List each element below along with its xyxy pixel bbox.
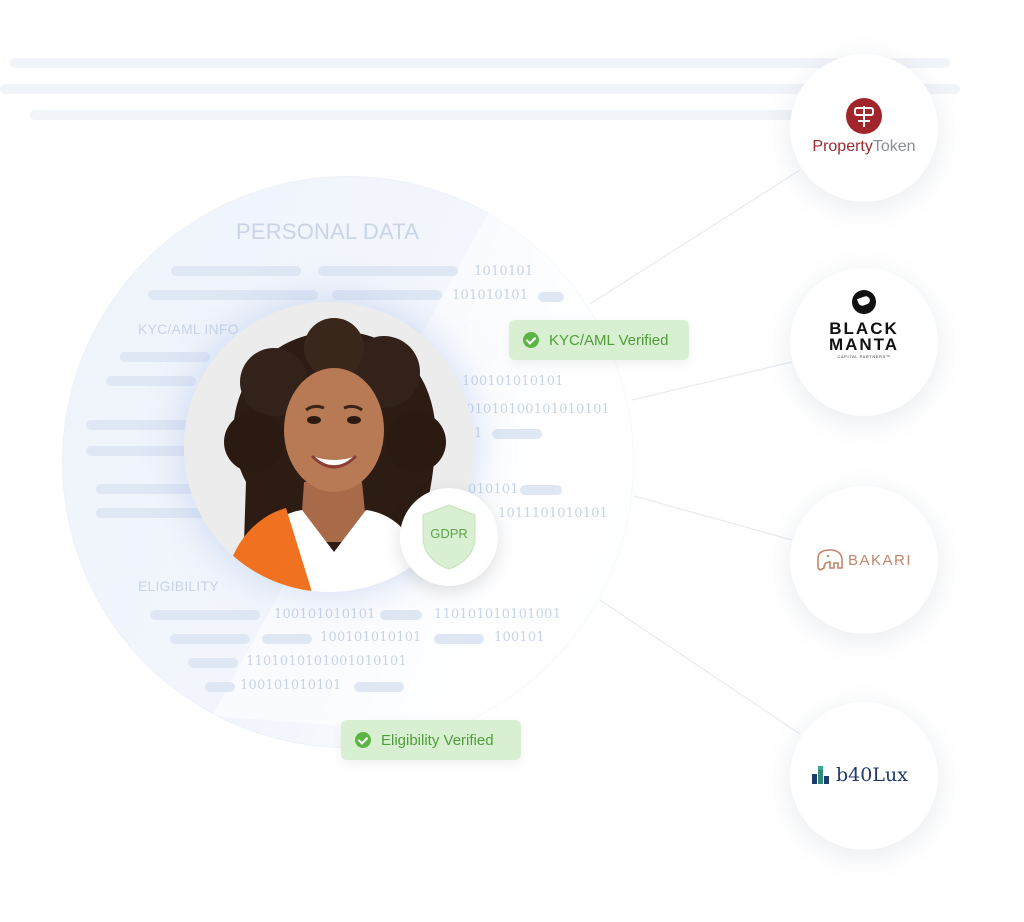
data-placeholder-bar: [332, 290, 442, 300]
data-placeholder-bar: [150, 610, 260, 620]
eligibility-label: ELIGIBILITY: [138, 578, 219, 594]
data-placeholder-bar: [520, 485, 562, 495]
black-manta-line2: MANTA: [828, 335, 900, 354]
data-placeholder-bar: [492, 429, 542, 439]
data-placeholder-bar: [434, 634, 484, 644]
check-circle-icon: [523, 332, 539, 348]
gdpr-label: GDPR: [430, 526, 468, 541]
personal-data-title: PERSONAL DATA: [236, 219, 420, 244]
kyc-aml-info-label: KYC/AML INFO: [138, 321, 239, 337]
bakari-name: BAKARI: [848, 551, 913, 569]
background-bar: [30, 110, 930, 120]
binary-text: 110101010101001: [434, 607, 562, 622]
data-placeholder-bar: [354, 682, 404, 692]
binary-text: 100101010101: [240, 678, 342, 693]
elephant-icon: [817, 549, 843, 571]
binary-text: 1010101: [474, 264, 534, 279]
data-placeholder-bar: [262, 634, 312, 644]
data-placeholder-bar: [205, 682, 235, 692]
data-placeholder-bar: [106, 376, 196, 386]
partner-black-manta[interactable]: BLACK MANTA CAPITAL PARTNERS™: [790, 268, 938, 416]
user-portrait: [184, 302, 474, 592]
binary-text: 100101010101: [274, 607, 376, 622]
b40lux-logo: b40Lux: [812, 764, 908, 786]
binary-text: 1: [474, 426, 483, 441]
eligibility-verified-label: Eligibility Verified: [381, 731, 494, 749]
check-circle-icon: [355, 732, 371, 748]
propertytoken-logo-icon: [846, 98, 882, 134]
binary-text: 1101010101001010101: [246, 654, 407, 669]
shield-icon: [422, 504, 476, 570]
data-placeholder-bar: [96, 508, 206, 518]
black-manta-line1: BLACK: [829, 319, 899, 338]
binary-text: 01010100101010101: [466, 402, 611, 417]
data-placeholder-bar: [188, 658, 238, 668]
binary-text: 010101: [468, 482, 519, 497]
data-placeholder-bar: [86, 420, 196, 430]
black-manta-subline: CAPITAL PARTNERS™: [837, 354, 891, 359]
manta-logo-icon: [852, 290, 876, 314]
kyc-aml-verified-tag: KYC/AML Verified: [509, 320, 689, 360]
eligibility-verified-tag: Eligibility Verified: [341, 720, 521, 760]
data-placeholder-bar: [86, 446, 196, 456]
data-placeholder-bar: [318, 266, 458, 276]
data-placeholder-bar: [170, 634, 250, 644]
propertytoken-name-part2: Token: [872, 138, 916, 155]
data-placeholder-bar: [96, 484, 200, 494]
background-bar: [10, 58, 950, 68]
binary-text: 100101010101: [320, 630, 422, 645]
b40lux-name: b40Lux: [836, 764, 908, 786]
binary-text: 101010101: [452, 288, 529, 303]
partner-propertytoken[interactable]: PropertyToken: [790, 54, 938, 202]
propertytoken-name-part1: Property: [812, 138, 873, 155]
connector-line: [631, 361, 793, 401]
data-placeholder-bar: [380, 610, 422, 620]
binary-text: 100101: [494, 630, 545, 645]
bakari-logo: BAKARI: [814, 548, 912, 572]
partner-bakari[interactable]: BAKARI: [790, 486, 938, 634]
binary-text: 100101010101: [462, 374, 564, 389]
data-placeholder-bar: [148, 290, 318, 300]
background-bar: [0, 84, 960, 94]
propertytoken-name: PropertyToken: [790, 138, 938, 156]
partner-b40lux[interactable]: b40Lux: [790, 702, 938, 850]
data-placeholder-bar: [120, 352, 210, 362]
connector-line: [633, 495, 793, 541]
kyc-aml-verified-label: KYC/AML Verified: [549, 331, 669, 349]
data-placeholder-bar: [171, 266, 301, 276]
data-placeholder-bar: [538, 292, 564, 302]
bars-icon: [812, 766, 829, 784]
portrait-illustration: [184, 302, 474, 592]
gdpr-badge: GDPR: [400, 488, 498, 586]
binary-text: 1011101010101: [498, 506, 609, 521]
